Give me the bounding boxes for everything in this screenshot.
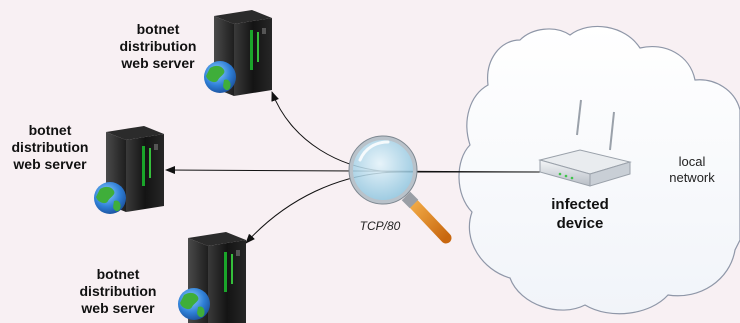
magnifying-glass-icon — [348, 135, 452, 244]
local-network-label: local network — [662, 154, 722, 186]
protocol-label: TCP/80 — [359, 219, 401, 233]
server-label-line: botnet — [28, 122, 72, 138]
server-label-line: distribution — [79, 283, 157, 299]
globe-icon — [178, 288, 210, 320]
server-label-line: botnet — [96, 266, 140, 282]
server-middle — [94, 126, 164, 214]
server-label-line: distribution — [119, 38, 197, 54]
network-label-line: local — [678, 154, 706, 169]
server-label-line: distribution — [11, 139, 89, 155]
infected-device-label: infected device — [540, 195, 620, 233]
server-label-line: botnet — [136, 21, 180, 37]
server-label-line: web server — [121, 55, 195, 71]
server-tower-icon — [106, 126, 164, 212]
network-label-line: network — [669, 170, 715, 185]
router-icon — [538, 99, 632, 187]
server-label-top: botnet distribution web server — [108, 21, 208, 72]
infected-label-line: device — [556, 215, 604, 232]
infected-label-line: infected — [551, 196, 609, 213]
server-bottom — [178, 232, 246, 323]
globe-icon — [94, 182, 126, 214]
server-top — [204, 10, 272, 96]
globe-icon — [204, 61, 236, 93]
server-label-line: web server — [81, 300, 155, 316]
server-label-middle: botnet distribution web server — [0, 122, 100, 173]
server-label-bottom: botnet distribution web server — [68, 266, 168, 317]
server-label-line: web server — [13, 156, 87, 172]
